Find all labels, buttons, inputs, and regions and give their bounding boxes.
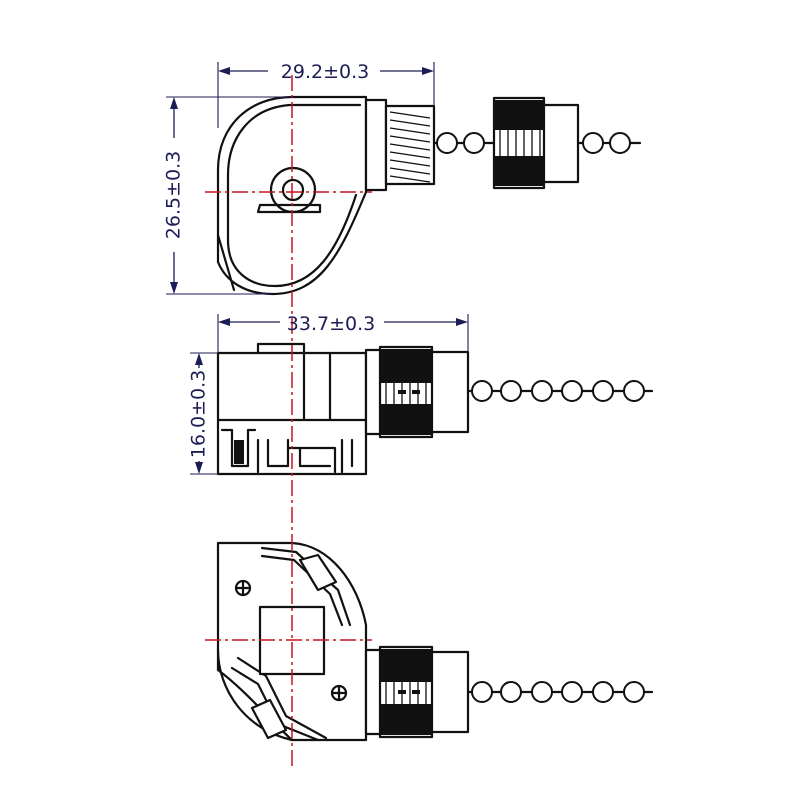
side-view-terminal-mark [234, 440, 244, 464]
bottom-view-left-curve [216, 648, 294, 742]
chain-bead [609, 132, 631, 154]
bottom-view-upper-terminal [298, 553, 338, 592]
chain-bead [531, 681, 553, 703]
chain-bead [471, 681, 493, 703]
chain-bead [471, 380, 493, 402]
bottom-view-knob-knurl [380, 649, 432, 735]
top-width-label: 29.2±0.3 [281, 61, 369, 83]
centerlines [205, 75, 372, 770]
chain-bead [436, 132, 458, 154]
side-view [216, 342, 470, 476]
bottom-view-chain [466, 681, 654, 703]
side-view-knob-cap [428, 350, 470, 434]
side-height-label: 16.0±0.3 [188, 370, 210, 458]
chain-bead [463, 132, 485, 154]
top-height-label: 26.5±0.3 [163, 151, 185, 239]
chain-bead [592, 681, 614, 703]
chain-bead [500, 380, 522, 402]
chain-bead [500, 681, 522, 703]
side-view-terminals [220, 428, 354, 474]
dimension-top-width: 29.2±0.3 [217, 61, 435, 128]
chain-bead [582, 132, 604, 154]
crosshair-circle-icon [330, 684, 348, 702]
top-view-knob-knurl [494, 100, 544, 186]
top-view-knob-ribs [499, 130, 541, 156]
top-view-neck [364, 98, 388, 192]
bottom-view [216, 541, 470, 742]
side-width-label: 33.7±0.3 [287, 313, 375, 335]
bottom-view-knob-cap [428, 650, 470, 734]
side-view-chain [466, 380, 654, 402]
chain-bead [561, 380, 583, 402]
chain-bead [623, 380, 645, 402]
dimension-top-height: 26.5±0.3 [163, 96, 292, 295]
chain-bead [623, 681, 645, 703]
dimension-side-width: 33.7±0.3 [217, 313, 469, 352]
top-view-knob-cap [538, 103, 580, 184]
top-view-post-inner [281, 178, 305, 202]
dimension-side-height: 16.0±0.3 [188, 352, 218, 475]
top-view-body-inner-arc [226, 103, 362, 288]
chain-bead [592, 380, 614, 402]
top-view-slot [256, 203, 322, 214]
top-view [216, 95, 580, 296]
top-view-left-edge [216, 233, 236, 292]
chain-bead [531, 380, 553, 402]
side-view-knob-knurl [380, 349, 432, 435]
chain-bead [561, 681, 583, 703]
bottom-view-lower-terminal [250, 698, 288, 740]
top-view-thread-lines [389, 111, 431, 183]
top-view-chain [432, 132, 642, 154]
crosshair-circle-icon [234, 579, 252, 597]
